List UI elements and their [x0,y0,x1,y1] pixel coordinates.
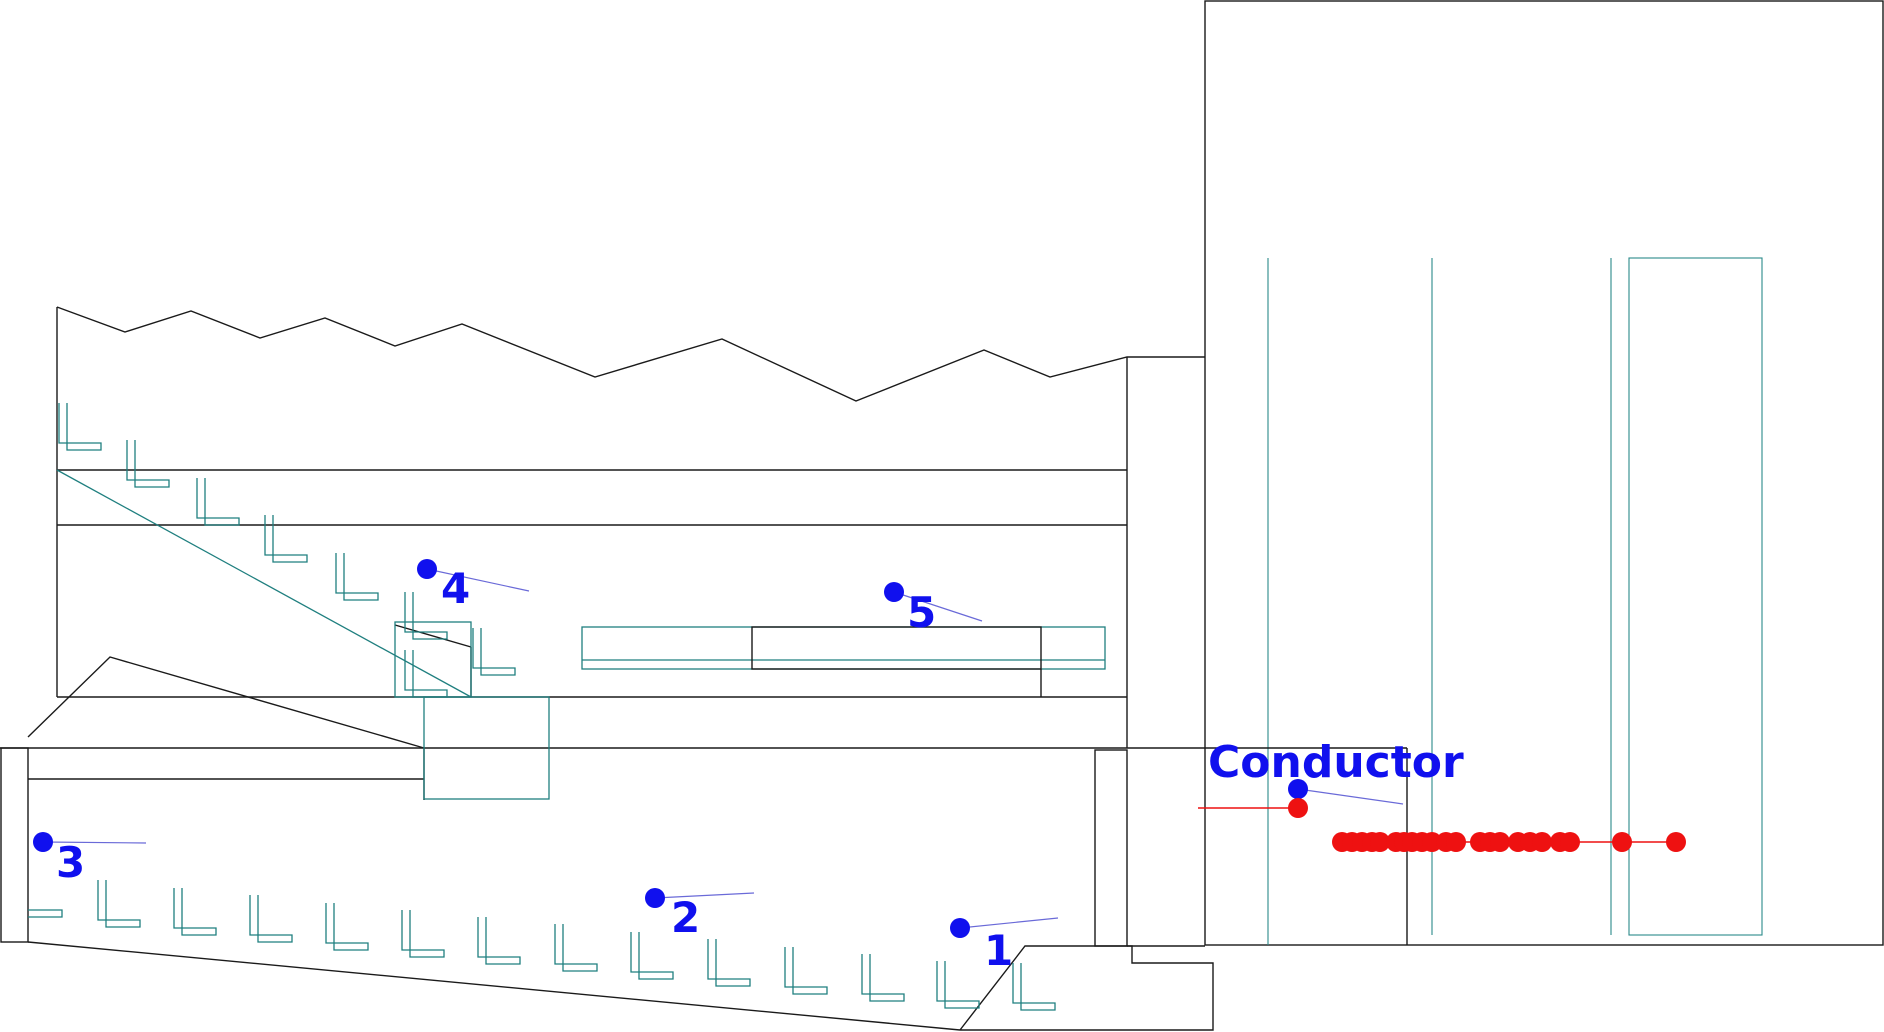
seat-profile [1012,963,1056,1011]
rear-wall-block [0,747,29,943]
source-dot [1370,832,1390,852]
stage-platform-teal [581,626,1106,670]
receiver-3: 3 [33,832,147,887]
seat-profile [126,440,170,488]
balcony-box [394,621,472,698]
receiver-4: 4 [417,559,530,613]
seat-profile [264,515,308,563]
balcony-rake-line [56,469,472,698]
receiver-dot [33,832,53,852]
receiver-1: 1 [950,917,1059,975]
main-floor-seat [554,924,598,972]
receiver-dot [950,918,970,938]
balcony-zone [56,306,1205,748]
source-dot [1490,832,1510,852]
receiver-leader [426,568,530,592]
seat-profile [58,403,102,451]
seat-profile [173,888,217,936]
seating-group [28,403,1056,1011]
seat-profile [97,880,141,928]
rear-seat-stub [28,909,63,918]
main-floor-seat [325,903,369,951]
source-dot [1446,832,1466,852]
balcony-seat [264,515,308,563]
seat-profile [477,917,521,965]
balcony-seat [472,628,516,676]
main-floor-seat [784,947,828,995]
source-dot [1612,832,1632,852]
main-floor-seat [249,895,293,943]
main-floor-seat [707,939,751,987]
stage-house-outline [1204,0,1884,946]
orchestra-source-row [1332,832,1686,852]
seat-profile [472,628,516,676]
balcony-seat [335,553,379,601]
stage-platform-core [751,626,1042,670]
conductor-receiver-dot [1288,779,1308,799]
seat-profile [630,932,674,980]
main-floor-seat [97,880,141,928]
main-floor-seat [630,932,674,980]
under-balcony-soffit [27,656,425,749]
main-floor-zone [0,656,1408,1031]
balcony-front-edge [394,624,472,648]
orchestra-pit [959,945,1214,1031]
main-floor-seat [173,888,217,936]
seat-profile [936,961,980,1009]
source-dot [1560,832,1580,852]
receiver-label: 1 [984,926,1013,975]
receiver-label: 2 [671,893,700,942]
stage-riser-rect [1628,257,1763,936]
source-dot [1422,832,1442,852]
conductor-label: Conductor [1208,737,1464,788]
receiver-leader [893,591,983,622]
seat-profile [707,939,751,987]
seat-profile [404,650,448,698]
balcony-seat [196,478,240,526]
receiver-2: 2 [645,888,755,942]
seat-profile [335,553,379,601]
main-floor-seat [1012,963,1056,1011]
seat-profile [401,910,445,958]
main-floor-seat [477,917,521,965]
seat-profile [325,903,369,951]
receiver-dot [417,559,437,579]
seat-profile [554,924,598,972]
seat-profile [404,592,448,640]
seat-profile [861,954,905,1002]
receiver-leader [42,841,147,844]
source-dot [1532,832,1552,852]
receiver-label: 5 [907,588,936,637]
receiver-leader [959,917,1059,929]
seat-profile [249,895,293,943]
receiver-label: 3 [56,838,85,887]
main-floor-seat [861,954,905,1002]
receiver-5: 5 [884,582,983,637]
receiver-dot [645,888,665,908]
receiver-label: 4 [441,564,470,613]
source-dot [1666,832,1686,852]
conductor-leader [1297,788,1404,805]
receiver-leader [654,892,755,899]
conductor-source-dot [1288,798,1308,818]
pit-wall [1094,749,1128,947]
stage-house [1204,0,1884,946]
balcony-seat [126,440,170,488]
main-floor-rake [27,941,961,1031]
balcony-seat [404,650,448,698]
seat-profile [196,478,240,526]
ceiling-profile [56,306,1205,402]
main-floor-seat [936,961,980,1009]
receiver-group: 1 2 3 4 5 [33,559,1059,975]
control-box [423,696,550,800]
conductor-group: Conductor [1198,737,1464,818]
balcony-seat [404,592,448,640]
balcony-seat [58,403,102,451]
main-floor-seat [401,910,445,958]
seat-profile [784,947,828,995]
receiver-dot [884,582,904,602]
